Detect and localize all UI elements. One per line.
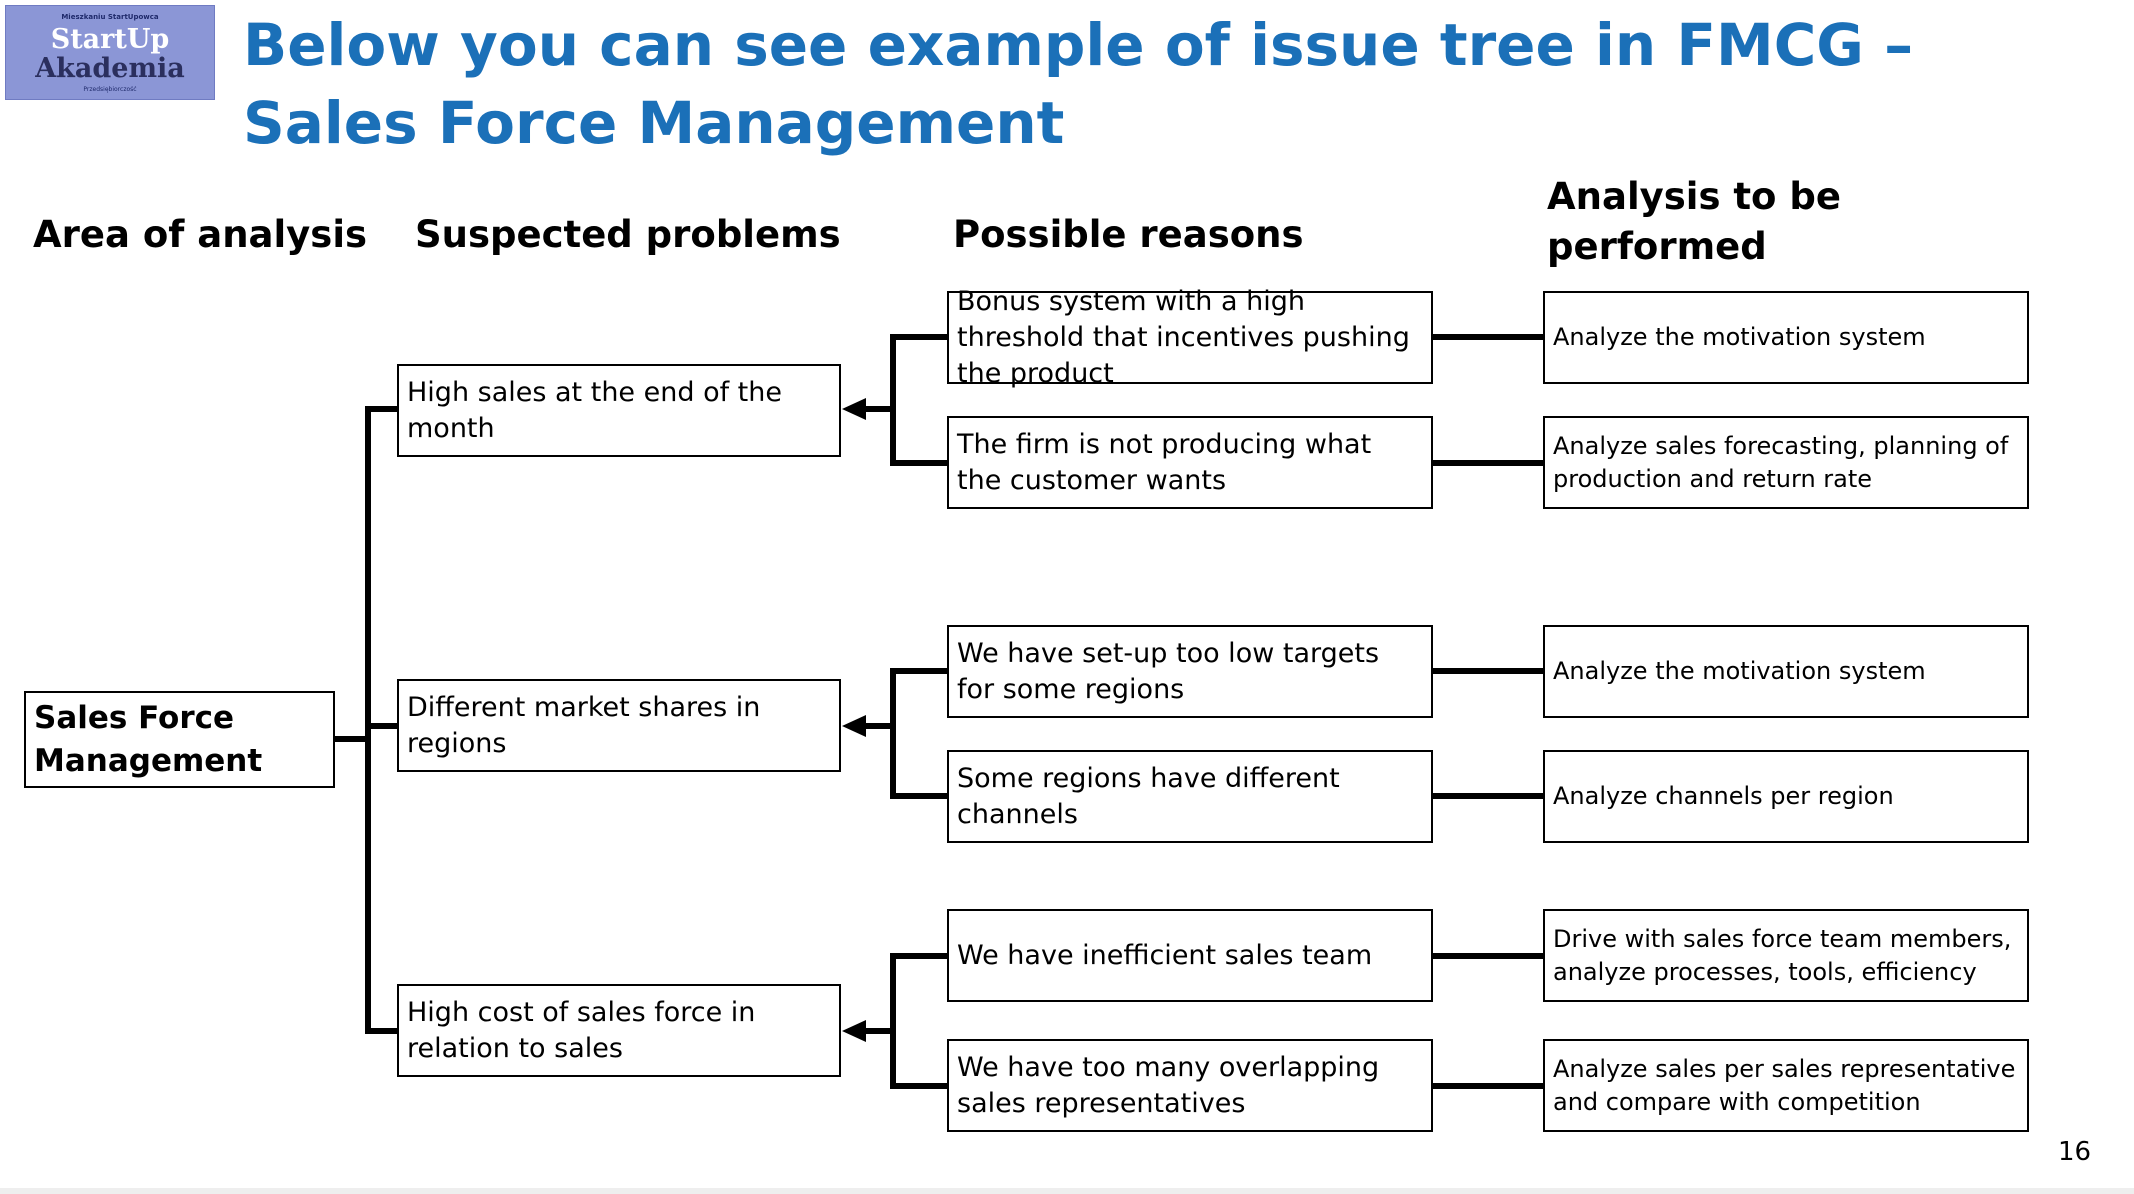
root-node: Sales Force Management bbox=[24, 691, 335, 788]
reason-node: Bonus system with a high threshold that … bbox=[947, 286, 1433, 389]
reason-node: We have set-up too low targets for some … bbox=[947, 625, 1433, 718]
startup-akademia-logo: Mieszkaniu StartUpowca StartUp Akademia … bbox=[5, 5, 215, 100]
analysis-node: Analyze the motivation system bbox=[1543, 291, 2029, 384]
column-header-reasons: Possible reasons bbox=[953, 213, 1304, 256]
analysis-node: Analyze sales per sales representative a… bbox=[1543, 1039, 2029, 1132]
reason-node: We have too many overlapping sales repre… bbox=[947, 1039, 1433, 1132]
analysis-node: Analyze sales forecasting, planning of p… bbox=[1543, 416, 2029, 509]
analysis-label: Drive with sales force team members, ana… bbox=[1553, 924, 2012, 986]
logo-line-1: StartUp bbox=[50, 24, 170, 55]
analysis-label: Analyze the motivation system bbox=[1553, 323, 1926, 351]
reason-label: We have set-up too low targets for some … bbox=[957, 637, 1380, 705]
column-header-area: Area of analysis bbox=[33, 213, 368, 256]
reason-node: Some regions have different channels bbox=[947, 750, 1433, 843]
arrowhead-problem-2 bbox=[842, 715, 866, 737]
arrowhead-problem-3 bbox=[842, 1020, 866, 1042]
arrowhead-problem-1 bbox=[842, 398, 866, 420]
problem-node: High sales at the end of the month bbox=[397, 364, 841, 457]
reason-node: The firm is not producing what the custo… bbox=[947, 416, 1433, 509]
logo-bottom-text: Przedsiębiorczość bbox=[83, 86, 137, 93]
column-header-problems: Suspected problems bbox=[415, 213, 841, 256]
page-number: 16 bbox=[2058, 1137, 2092, 1167]
analysis-label: Analyze channels per region bbox=[1553, 782, 1894, 810]
slide-title: Below you can see example of issue tree … bbox=[243, 11, 1914, 157]
reason-node: We have inefficient sales team bbox=[947, 909, 1433, 1002]
problem-label: Different market shares in regions bbox=[407, 691, 761, 759]
analysis-label: Analyze sales per sales representative a… bbox=[1553, 1054, 2016, 1116]
analysis-node: Analyze channels per region bbox=[1543, 750, 2029, 843]
problem-label: High sales at the end of the month bbox=[407, 376, 782, 444]
analysis-node: Analyze the motivation system bbox=[1543, 625, 2029, 718]
column-header-analysis: Analysis to be performed bbox=[1547, 175, 1841, 268]
logo-top-text: Mieszkaniu StartUpowca bbox=[61, 13, 159, 21]
bottom-rule bbox=[0, 1188, 2134, 1194]
analysis-label: Analyze sales forecasting, planning of p… bbox=[1553, 431, 2009, 493]
problem-node: High cost of sales force in relation to … bbox=[397, 984, 841, 1077]
analysis-label: Analyze the motivation system bbox=[1553, 657, 1926, 685]
reason-label: The firm is not producing what the custo… bbox=[957, 428, 1372, 496]
problem-node: Different market shares in regions bbox=[397, 679, 841, 772]
problem-label: High cost of sales force in relation to … bbox=[407, 996, 756, 1064]
reason-label: We have too many overlapping sales repre… bbox=[957, 1051, 1380, 1119]
analysis-node: Drive with sales force team members, ana… bbox=[1543, 909, 2029, 1002]
logo-line-2: Akademia bbox=[35, 53, 185, 84]
reason-label: We have inefficient sales team bbox=[957, 939, 1373, 971]
root-node-label: Sales Force Management bbox=[34, 699, 263, 779]
reason-label: Bonus system with a high threshold that … bbox=[957, 285, 1410, 389]
reason-label: Some regions have different channels bbox=[957, 762, 1340, 830]
